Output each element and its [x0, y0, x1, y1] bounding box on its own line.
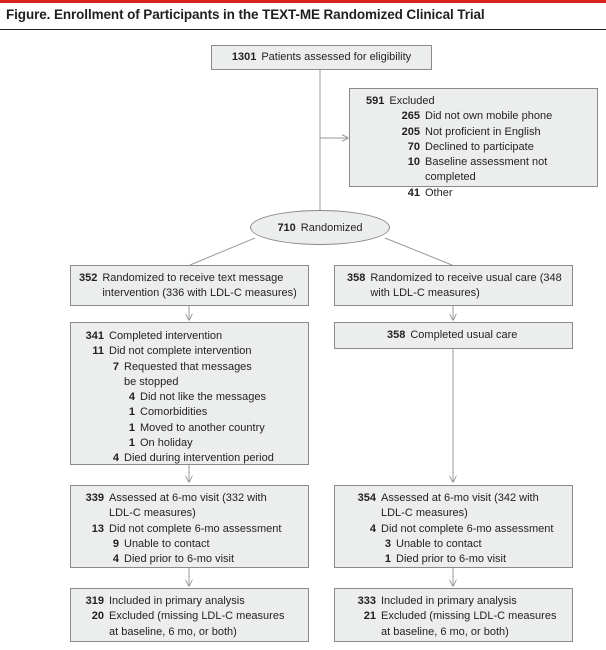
died-label: Died during intervention period	[124, 452, 274, 465]
visit-reason-label: Died prior to 6-mo visit	[396, 553, 507, 566]
requested-label: Requested that messages be stopped	[124, 360, 252, 388]
reason-count: 1	[128, 437, 135, 450]
reason-label: Did not like the messages	[140, 391, 266, 404]
excluded-item-label: Baseline assessment not completed	[425, 156, 551, 184]
excluded-label: Excluded	[389, 95, 435, 107]
visit-reason-count: 4	[112, 553, 119, 566]
right-completed-box: 358 Completed usual care	[334, 322, 573, 349]
right-completed-count: 358	[387, 329, 406, 341]
excluded-item-label: Declined to participate	[425, 140, 534, 153]
not-completed-count: 11	[92, 345, 104, 358]
excluded-item-count: 41	[407, 186, 420, 199]
analysis-excluded-count: 20	[91, 610, 104, 623]
assessed-label: Patients assessed for eligibility	[261, 50, 412, 63]
excluded-count: 591	[366, 95, 385, 107]
visit-missed-label: Did not complete 6-mo assessment	[109, 522, 282, 535]
analysis-label: Included in primary analysis	[109, 595, 245, 607]
visit-missed-count: 13	[91, 522, 104, 535]
left-visit-box: 339 Assessed at 6-mo visit (332 with LDL-…	[70, 485, 309, 568]
excluded-item-count: 205	[401, 125, 420, 138]
visit-reason-label: Unable to contact	[396, 537, 482, 550]
visit-label: Assessed at 6-mo visit (342 with LDL-C m…	[381, 492, 539, 520]
completed-label: Completed intervention	[109, 330, 223, 342]
analysis-count: 333	[357, 595, 376, 607]
completed-count: 341	[85, 330, 104, 342]
reason-count: 1	[128, 406, 135, 419]
visit-count: 339	[85, 492, 104, 504]
visit-reason-label: Died prior to 6-mo visit	[124, 553, 235, 566]
died-count: 4	[112, 452, 119, 465]
visit-reason-count: 1	[384, 553, 391, 566]
excluded-item-label: Not proficient in English	[425, 125, 541, 138]
requested-count: 7	[112, 360, 119, 373]
left-arm-box: 352 Randomized to receive text message in…	[70, 265, 309, 306]
right-visit-box: 354 Assessed at 6-mo visit (342 with LDL-…	[334, 485, 573, 568]
excluded-item-count: 10	[407, 156, 420, 169]
right-analysis-box: 333 Included in primary analysis 21 Exclud…	[334, 588, 573, 642]
excluded-item-count: 70	[407, 140, 420, 153]
randomized-count: 710	[277, 221, 296, 234]
visit-count: 354	[357, 492, 376, 504]
assessed-count: 1301	[231, 50, 257, 63]
reason-label: On holiday	[140, 437, 193, 450]
randomized-node: 710 Randomized	[250, 210, 390, 245]
visit-missed-count: 4	[369, 522, 376, 535]
excluded-item-count: 265	[401, 110, 420, 123]
reason-count: 1	[128, 421, 135, 434]
figure-title: Figure. Enrollment of Participants in th…	[6, 7, 485, 22]
excluded-item-label: Did not own mobile phone	[425, 110, 553, 123]
analysis-excluded-count: 21	[363, 610, 376, 623]
title-divider	[0, 29, 606, 30]
split-right-line	[384, 237, 453, 266]
right-arm-count: 358	[347, 272, 366, 284]
visit-reason-label: Unable to contact	[124, 537, 210, 550]
split-left-line	[189, 237, 256, 266]
assessed-box: 1301 Patients assessed for eligibility	[211, 45, 432, 70]
left-arm-label: Randomized to receive text message inter…	[102, 272, 297, 300]
analysis-excluded-label: Excluded (missing LDL-C measures at base…	[109, 610, 285, 638]
not-completed-label: Did not complete intervention	[109, 345, 252, 358]
left-arm-count: 352	[79, 272, 98, 284]
visit-missed-label: Did not complete 6-mo assessment	[381, 522, 554, 535]
visit-label: Assessed at 6-mo visit (332 with LDL-C m…	[109, 492, 267, 520]
top-accent-bar	[0, 0, 606, 3]
analysis-label: Included in primary analysis	[381, 595, 517, 607]
visit-reason-count: 9	[112, 537, 119, 550]
analysis-count: 319	[85, 595, 104, 607]
left-analysis-box: 319 Included in primary analysis 20 Exclud…	[70, 588, 309, 642]
reason-count: 4	[128, 391, 135, 404]
reason-label: Moved to another country	[140, 421, 265, 434]
excluded-item-label: Other	[425, 186, 453, 199]
right-completed-label: Completed usual care	[410, 329, 518, 341]
analysis-excluded-label: Excluded (missing LDL-C measures at base…	[381, 610, 557, 638]
right-arm-label: Randomized to receive usual care (348 wi…	[370, 272, 562, 300]
visit-reason-count: 3	[384, 537, 391, 550]
reason-label: Comorbidities	[140, 406, 208, 419]
randomized-label: Randomized	[300, 221, 363, 234]
right-arm-box: 358 Randomized to receive usual care (348…	[334, 265, 573, 306]
